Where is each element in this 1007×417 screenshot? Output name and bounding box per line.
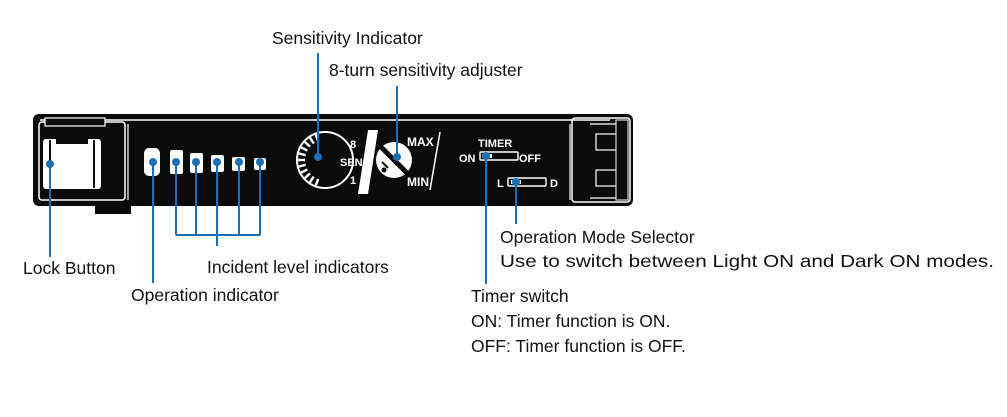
sensitivity-tick	[313, 178, 320, 188]
max-label: MAX	[407, 135, 434, 149]
sensitivity-tick	[296, 163, 306, 169]
timer-on-label: ON	[459, 153, 476, 165]
sensitivity-tick	[307, 135, 315, 145]
sensitivity-tick	[298, 145, 308, 152]
leader-lines	[46, 53, 520, 284]
timer-label: TIMER	[478, 138, 512, 150]
lock-button[interactable]	[41, 136, 103, 191]
lock-button-label: Lock Button	[23, 258, 115, 278]
timer-switch-title: Timer switch	[471, 286, 569, 306]
sensitivity-adjuster[interactable]: MAX MIN	[358, 130, 441, 194]
operation-indicator-label: Operation indicator	[131, 285, 279, 305]
timer-switch-off-desc: OFF: Timer function is OFF.	[471, 336, 686, 356]
sensitivity-indicator: 8 1 SENS	[296, 131, 370, 189]
sensitivity-tick	[302, 172, 311, 181]
operation-mode-selector-desc: Use to switch between Light ON and Dark …	[500, 251, 994, 271]
timer-off-label: OFF	[519, 153, 541, 165]
mode-d-label: D	[550, 178, 558, 190]
sensitivity-tick	[302, 139, 311, 148]
timer-switch[interactable]: TIMER ON OFF	[459, 138, 541, 165]
sensitivity-tick	[298, 168, 308, 175]
incident-level-indicators-label: Incident level indicators	[207, 257, 389, 277]
operation-mode-selector-title: Operation Mode Selector	[500, 227, 695, 247]
timer-switch-on-desc: ON: Timer function is ON.	[471, 311, 670, 331]
sensitivity-tick	[307, 175, 315, 185]
dial-label-8: 8	[350, 139, 356, 151]
amplifier-body	[33, 114, 633, 214]
min-label: MIN	[407, 175, 429, 189]
sensitivity-adjuster-label: 8-turn sensitivity adjuster	[329, 60, 523, 80]
sensitivity-indicator-label: Sensitivity Indicator	[272, 28, 423, 48]
sensitivity-tick	[296, 151, 306, 157]
dial-label-1: 1	[350, 175, 356, 187]
mode-l-label: L	[497, 178, 504, 190]
